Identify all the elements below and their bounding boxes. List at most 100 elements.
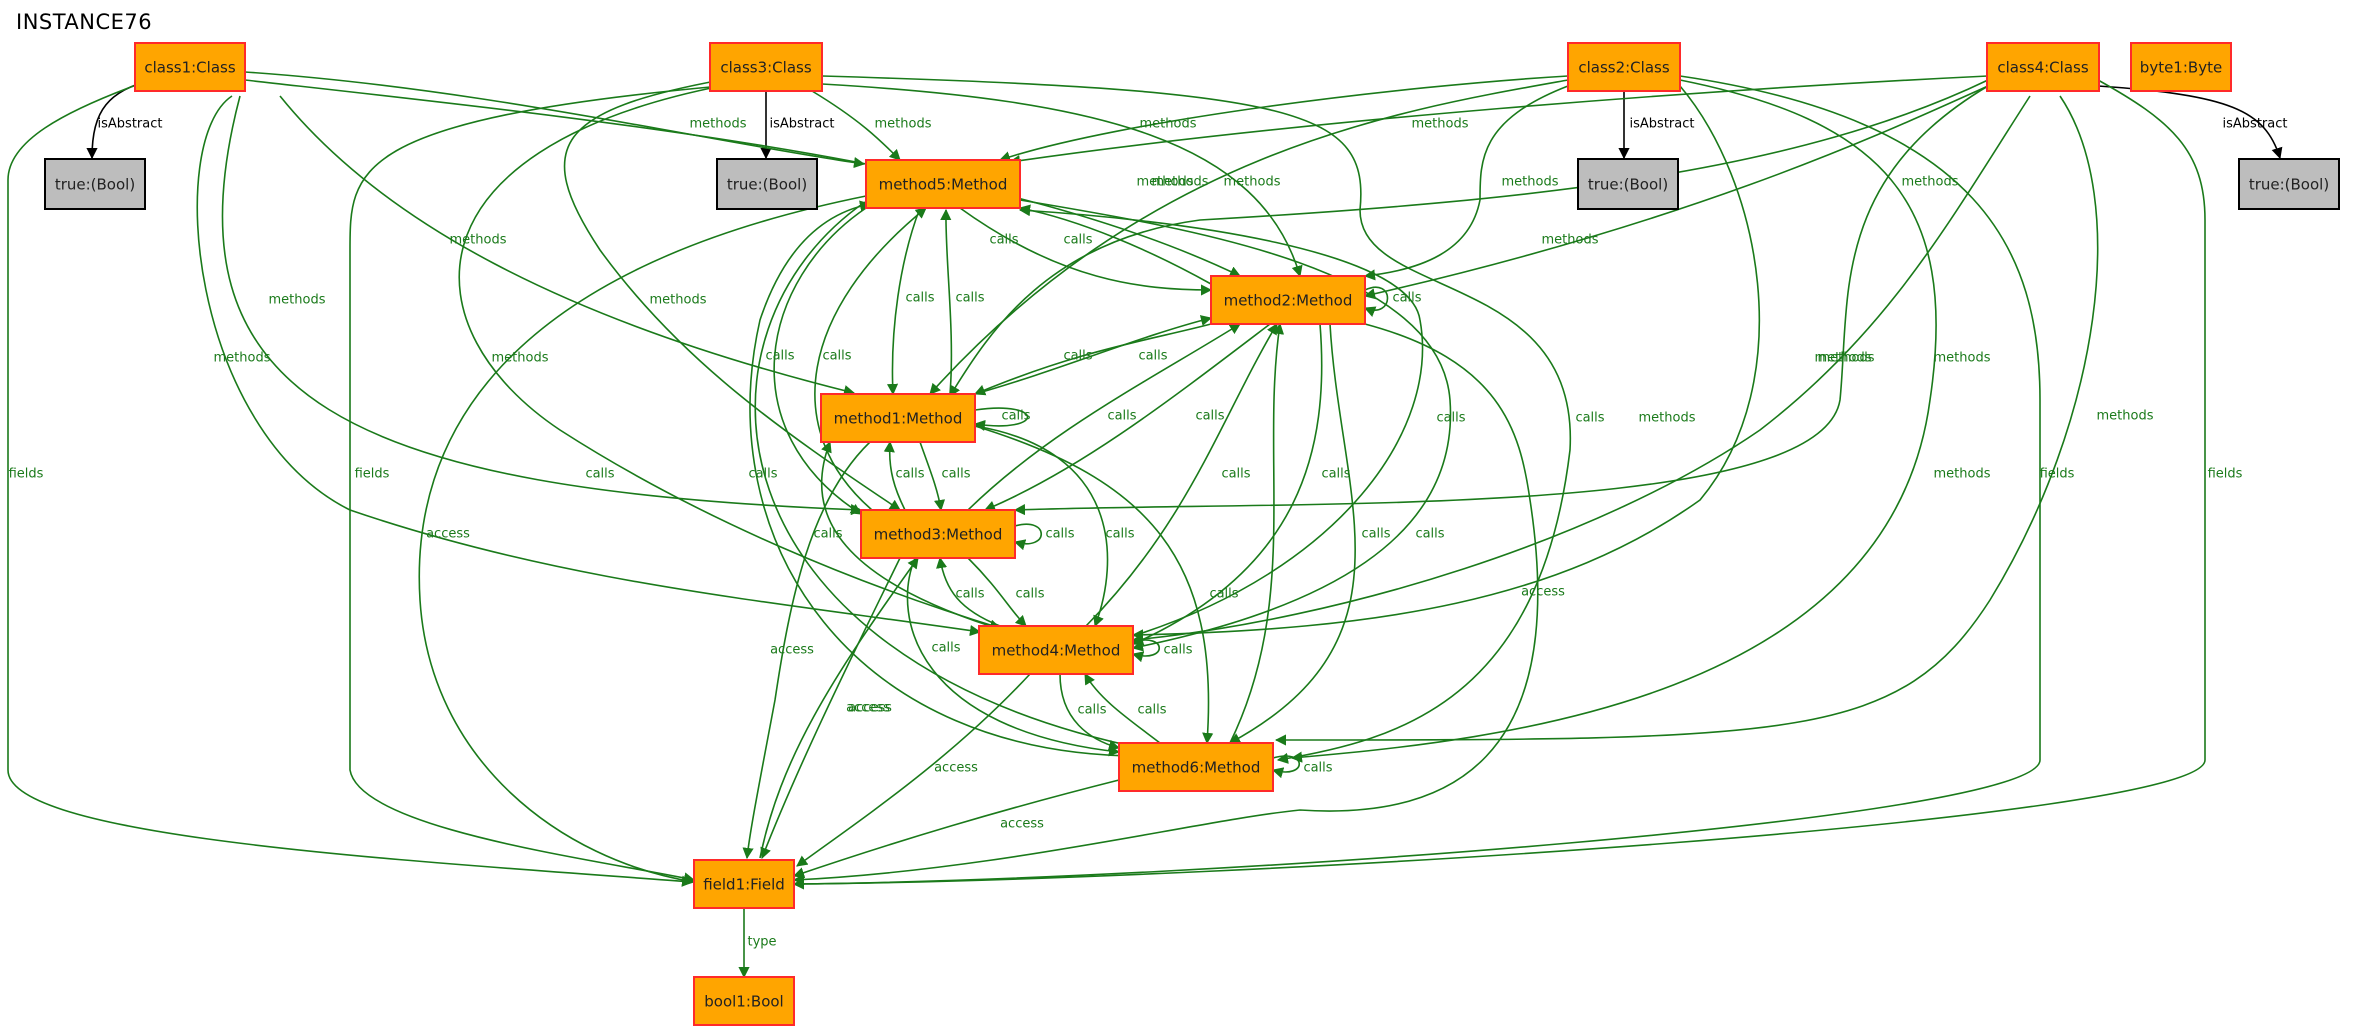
node-label-bool1: bool1:Bool [704, 993, 783, 1011]
node-bool-d: true:(Bool) [2238, 158, 2340, 210]
edge-c2-m4 [1131, 85, 1761, 641]
edge-label-c1-fields: fields [9, 467, 44, 482]
edge-m4-m2 [1085, 323, 1278, 627]
node-box-method2 [1210, 275, 1366, 325]
node-box-class1 [134, 42, 246, 92]
edge-m6-field [792, 779, 1120, 879]
edge-m2-m1 [973, 323, 1212, 396]
edge-m2-m4 [1131, 323, 1323, 646]
edge-label-m3-m4: calls [1015, 587, 1044, 602]
edge-field-m3 [759, 557, 919, 859]
edge-c1-m1 [279, 95, 856, 397]
edge-m3-m5 [814, 207, 927, 511]
node-box-class4 [1986, 42, 2100, 92]
edge-m1-m5 [940, 208, 953, 395]
edge-label-m1-m6: calls [1209, 587, 1238, 602]
edge-c4-m4 [1131, 95, 2031, 645]
edge-label-c3-isabs: isAbstract [770, 117, 835, 132]
edge-m4-m6 [1059, 673, 1121, 751]
node-box-method3 [860, 509, 1016, 559]
edge-label-m6-m5: calls [748, 467, 777, 482]
edge-m4-field [796, 673, 1031, 867]
edge-label-m5-m4: calls [1436, 411, 1465, 426]
edge-label-m2-m5: calls [1063, 233, 1092, 248]
edge-c4-m5 [1008, 75, 1989, 167]
edge-c1-m3 [221, 95, 863, 516]
edge-label-c1-m1: methods [450, 233, 507, 248]
edge-m5-m2 [959, 207, 1213, 296]
edge-label-m3-m1: calls [895, 467, 924, 482]
edge-label-m1-m2: calls [1138, 349, 1167, 364]
node-label-method5: method5:Method [879, 176, 1008, 194]
edge-label-m6-field: access [1000, 817, 1044, 832]
edge-label-c3-m5: methods [875, 117, 932, 132]
edge-c3-m2 [821, 83, 1303, 278]
edge-label-c2-m2: methods [1502, 175, 1559, 190]
edge-label-m4-m1: calls [813, 527, 842, 542]
node-label-bool-a: true:(Bool) [55, 176, 135, 194]
node-class3: class3:Class [709, 42, 823, 92]
edge-label-m1-m4: calls [1105, 527, 1134, 542]
edge-c4-m3 [1013, 85, 1989, 516]
node-label-method2: method2:Method [1224, 292, 1353, 310]
edge-m5-m1 [886, 207, 921, 396]
edge-label-m1-m5: calls [955, 291, 984, 306]
edge-m6-m2 [1229, 322, 1285, 744]
node-field1: field1:Field [693, 859, 795, 909]
node-label-method1: method1:Method [834, 410, 963, 428]
edge-label-m4-field: access [934, 761, 978, 776]
edge-label-m6-self: calls [1303, 761, 1332, 776]
edge-label-c3-m2: methods [1224, 175, 1281, 190]
edge-label-m2-field: access [1521, 585, 1565, 600]
node-bool1: bool1:Bool [693, 976, 795, 1026]
edge-label-c2-m1: methods [1152, 175, 1209, 190]
edge-label-c4-m5: methods [1412, 117, 1469, 132]
node-label-bool-c: true:(Bool) [1588, 176, 1668, 194]
edge-m1-m4 [974, 425, 1109, 628]
node-label-class4: class4:Class [1997, 59, 2088, 77]
edge-c1-fields [7, 79, 694, 887]
node-class1: class1:Class [134, 42, 246, 92]
edge-m1-field [742, 441, 871, 860]
edge-c4-fields [792, 79, 2206, 890]
edge-label-m5-m6: calls [585, 467, 614, 482]
edge-label-c1-m5: methods [690, 117, 747, 132]
edge-m1-m3 [919, 441, 946, 512]
edge-label-m2-m1: calls [1063, 349, 1092, 364]
edge-label-c2-fields: fields [2040, 467, 2075, 482]
edge-m2-self [1363, 286, 1389, 317]
edge-c3-m5 [811, 90, 901, 161]
node-box-method5 [865, 159, 1021, 209]
edge-m5-m6 [754, 201, 1152, 754]
edge-label-m3-self: calls [1045, 527, 1074, 542]
edge-label-c4-m2: methods [1902, 175, 1959, 190]
edge-m6-m4 [1084, 673, 1161, 744]
edge-label-c3-m6: methods [1639, 411, 1696, 426]
node-label-bool-b: true:(Bool) [727, 176, 807, 194]
edge-label-c4-m6: methods [2097, 409, 2154, 424]
node-box-bool-b [716, 158, 818, 210]
edge-c3-fields [349, 85, 722, 884]
node-bool-a: true:(Bool) [44, 158, 146, 210]
node-byte1: byte1:Byte [2130, 42, 2232, 92]
edge-m2-m5 [1018, 204, 1212, 285]
edge-m6-m5 [749, 200, 1151, 757]
node-label-bool-d: true:(Bool) [2249, 176, 2329, 194]
edge-label-c1-isabs: isAbstract [98, 117, 163, 132]
node-box-byte1 [2130, 42, 2232, 92]
edge-c1-m5 [244, 71, 866, 169]
edge-label-c3-fields: fields [355, 467, 390, 482]
node-box-method1 [820, 393, 976, 443]
edge-c4-m6 [1274, 95, 2099, 746]
edge-label-c1-m3: methods [269, 293, 326, 308]
node-method6: method6:Method [1118, 742, 1274, 792]
edge-c2-m1 [929, 79, 1569, 395]
edge-label-m2-m6: calls [1415, 527, 1444, 542]
edge-label-c4-isabs: isAbstract [2223, 117, 2288, 132]
edge-label-c1-m2: methods [1137, 175, 1194, 190]
node-bool-b: true:(Bool) [716, 158, 818, 210]
edge-label-field-bool1: type [747, 935, 776, 950]
edge-label-m6-m2: calls [1361, 527, 1390, 542]
edge-label-c3-m4: methods [492, 351, 549, 366]
